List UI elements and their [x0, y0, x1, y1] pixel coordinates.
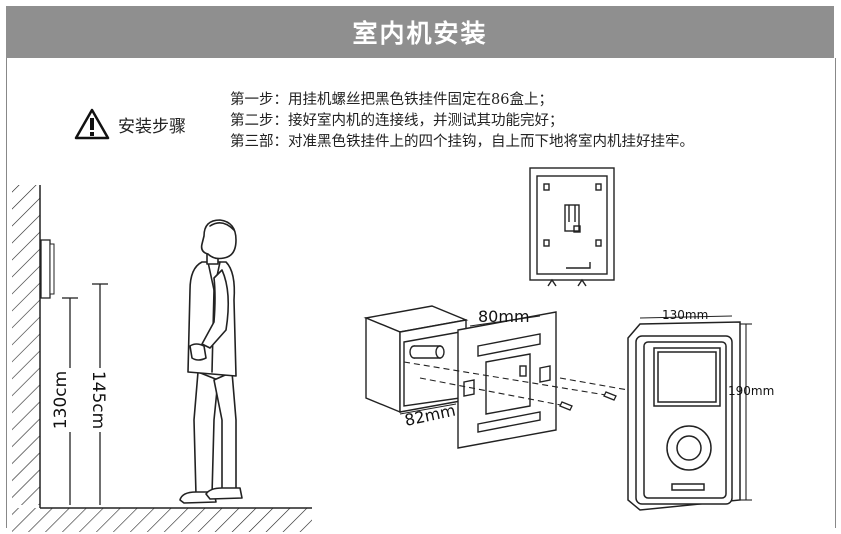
dimension-lines: [399, 315, 752, 501]
content-frame: [6, 58, 836, 528]
assembly-guide-lines: [403, 361, 629, 407]
bracket-front-view: [529, 167, 615, 287]
page-title: 室内机安装: [352, 19, 488, 48]
indoor-monitor: [627, 321, 741, 511]
title-banner: 室内机安装: [6, 6, 834, 58]
floor: [12, 507, 312, 532]
unit-height-label: 190mm: [728, 384, 774, 398]
bracket-isometric: [457, 311, 557, 449]
wall-box-86: [363, 305, 469, 414]
wall-unit-side: [40, 239, 55, 299]
wall: [12, 185, 41, 508]
install-steps: 第一步：用挂机螺丝把黑色铁挂件固定在86盒上； 第二步：接好室内机的连接线，并测…: [230, 90, 694, 153]
step-3: 第三部：对准黑色铁挂件上的四个挂钩，自上而下地将室内机挂好挂牢。: [230, 134, 694, 150]
person-figure: [179, 219, 243, 504]
bracket-width-label: 80mm: [478, 307, 530, 326]
height-130-marker: [62, 297, 78, 505]
warning-triangle-icon: [74, 108, 110, 140]
warning-heading: 安装步骤: [74, 108, 186, 140]
unit-width-label: 130mm: [662, 308, 708, 322]
height-145-label: 145cm: [88, 371, 108, 429]
step-1: 第一步：用挂机螺丝把黑色铁挂件固定在86盒上；: [230, 92, 553, 108]
warning-label: 安装步骤: [118, 116, 186, 137]
screw-icon: [559, 391, 617, 411]
step-2: 第二步：接好室内机的连接线，并测试其功能完好；: [230, 113, 564, 129]
height-145-marker: [92, 283, 108, 505]
height-130-label: 130cm: [51, 371, 71, 429]
